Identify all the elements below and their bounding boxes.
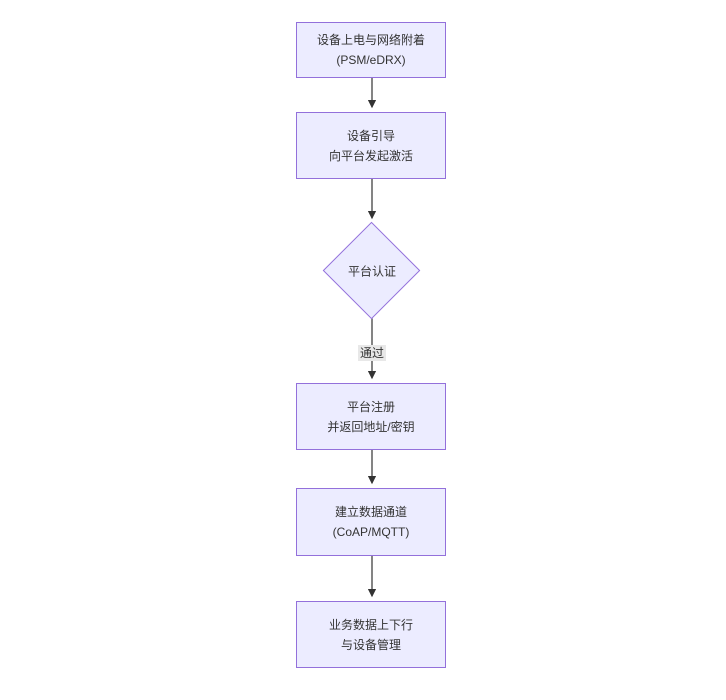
node-platform-register-line2: 并返回地址/密钥 bbox=[327, 419, 415, 434]
node-device-power-attach-line2: (PSM/eDRX) bbox=[336, 53, 406, 67]
node-business-data-line1: 业务数据上下行 bbox=[328, 617, 413, 632]
node-device-power-attach: 设备上电与网络附着 (PSM/eDRX) bbox=[296, 22, 446, 78]
node-data-channel-line2: (CoAP/MQTT) bbox=[332, 525, 410, 539]
node-platform-register: 平台注册 并返回地址/密钥 bbox=[296, 383, 446, 450]
decision-platform-auth-label: 平台认证 bbox=[347, 264, 397, 279]
node-data-channel: 建立数据通道 (CoAP/MQTT) bbox=[296, 488, 446, 556]
node-data-channel-line1: 建立数据通道 bbox=[334, 505, 407, 519]
node-device-bootstrap: 设备引导 向平台发起激活 bbox=[296, 112, 446, 179]
node-business-data: 业务数据上下行 与设备管理 bbox=[296, 601, 446, 668]
node-device-bootstrap-line1: 设备引导 bbox=[346, 128, 395, 143]
node-device-bootstrap-line2: 向平台发起激活 bbox=[328, 148, 413, 163]
node-device-power-attach-line1: 设备上电与网络附着 bbox=[316, 33, 425, 47]
node-business-data-line2: 与设备管理 bbox=[340, 637, 401, 652]
node-platform-register-line1: 平台注册 bbox=[346, 399, 395, 414]
edge-label-pass: 通过 bbox=[357, 345, 387, 361]
